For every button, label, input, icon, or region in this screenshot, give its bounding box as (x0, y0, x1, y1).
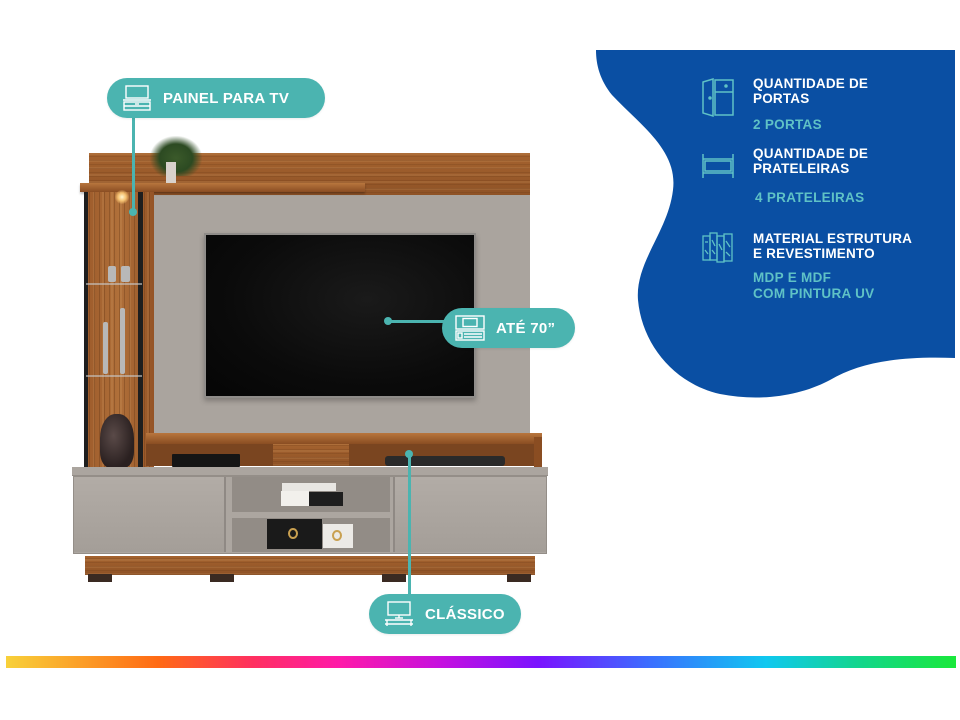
shelf-block (273, 444, 349, 466)
wood-panels-icon (701, 230, 735, 270)
cabinet-top (72, 467, 548, 476)
callout-tv-size: ATÉ 70” (442, 308, 575, 348)
cabinet-door-right (393, 477, 546, 552)
spec-value: 4 PRATELEIRAS (755, 190, 864, 206)
game-console (172, 454, 240, 467)
shelf-end (534, 437, 542, 467)
tv-screen (206, 235, 474, 396)
spec-value-line: COM PINTURA UV (753, 286, 875, 301)
niche-shelf (232, 512, 390, 518)
plant (150, 136, 202, 176)
decor-box-dark (267, 519, 322, 549)
books (281, 491, 309, 506)
spec-title-line: QUANTIDADE DE (753, 76, 869, 91)
callout-leader-painel (132, 116, 135, 212)
callout-label: PAINEL PARA TV (163, 89, 290, 107)
spec-title-line: PRATELEIRAS (753, 161, 850, 176)
spec-value-line: 2 PORTAS (753, 117, 822, 132)
television (204, 233, 476, 398)
callout-dot-style (405, 450, 413, 458)
shelf-icon (701, 150, 735, 190)
spec-value: 2 PORTAS (753, 117, 822, 133)
spec-title-line: QUANTIDADE DE (753, 146, 869, 161)
spec-title-line: MATERIAL ESTRUTURA (753, 231, 913, 246)
lower-shelf (146, 433, 542, 444)
callout-leader-tv-size (388, 320, 446, 323)
books (282, 483, 336, 491)
foot (210, 574, 234, 582)
callout-label: ATÉ 70” (496, 319, 556, 337)
glass-shelf (86, 375, 142, 377)
rainbow-divider (6, 656, 956, 668)
soundbar (385, 456, 505, 466)
figurine (120, 308, 125, 374)
tv-stand-icon (454, 314, 486, 342)
glass-shelf (86, 283, 142, 285)
spec-value-line: MDP E MDF (753, 270, 832, 285)
callout-dot-tv-size (384, 317, 392, 325)
spec-title-line: PORTAS (753, 91, 810, 106)
plinth (85, 556, 535, 575)
ring-ornament (288, 528, 298, 539)
plant-pot (166, 162, 176, 183)
led-light (115, 190, 129, 204)
tv-monitor-icon (383, 600, 415, 628)
books (309, 492, 343, 506)
figurine (103, 322, 108, 374)
callout-label: CLÁSSICO (425, 605, 505, 623)
callout-dot-painel (129, 208, 137, 216)
spec-value: MDP E MDF COM PINTURA UV (753, 270, 874, 302)
spec-title: MATERIAL ESTRUTURA E REVESTIMENTO (753, 231, 912, 261)
foot (507, 574, 531, 582)
tv-stand-icon (121, 84, 153, 112)
spec-title: QUANTIDADE DE PORTAS (753, 76, 868, 106)
side-column-frame-right (138, 192, 143, 467)
foot (88, 574, 112, 582)
top-shelf (80, 183, 365, 192)
foot (382, 574, 406, 582)
product-image (72, 136, 548, 582)
figurine (108, 266, 116, 282)
vase (100, 414, 134, 468)
callout-style: CLÁSSICO (369, 594, 521, 634)
cabinet-door-left (74, 477, 226, 552)
callout-painel: PAINEL PARA TV (107, 78, 325, 118)
figurine (121, 266, 130, 282)
decor-box-light (323, 524, 353, 548)
spec-title-line: E REVESTIMENTO (753, 246, 875, 261)
ring-ornament (332, 530, 342, 541)
spec-title: QUANTIDADE DE PRATELEIRAS (753, 146, 868, 176)
doors-icon (701, 77, 735, 118)
spec-value-line: 4 PRATELEIRAS (755, 190, 865, 205)
side-column-frame-left (84, 192, 88, 467)
callout-leader-style (408, 454, 411, 596)
